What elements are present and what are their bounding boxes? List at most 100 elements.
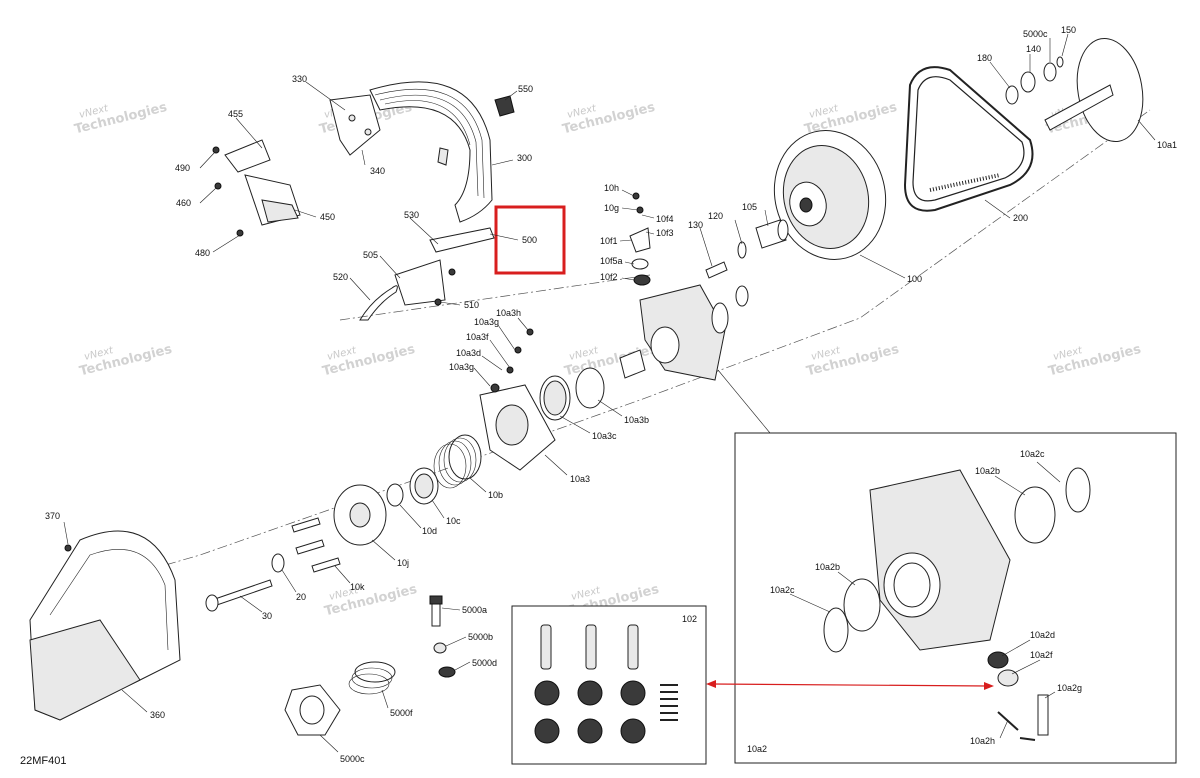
part-labels: 330 550 455 490 340 300 460 450 480 530 … [45, 25, 1177, 764]
label-330: 330 [292, 74, 307, 84]
label-480: 480 [195, 248, 210, 258]
watermark-technologies: Technologies [805, 342, 901, 380]
label-460: 460 [176, 198, 191, 208]
label-10h: 10h [604, 183, 619, 193]
label-105: 105 [742, 202, 757, 212]
label-10j: 10j [397, 558, 409, 568]
screw-370 [64, 544, 72, 552]
label-5000f: 5000f [390, 708, 413, 718]
drive-belt-200 [903, 66, 1034, 212]
rubber-bumper-550 [494, 95, 515, 117]
label-10a3b: 10a3b [624, 415, 649, 425]
label-10f1: 10f1 [600, 236, 618, 246]
label-10a3d: 10a3d [456, 348, 481, 358]
bushing-105 [755, 219, 789, 249]
label-550: 550 [518, 84, 533, 94]
label-102: 102 [682, 614, 697, 624]
label-10a2f: 10a2f [1030, 650, 1053, 660]
guard-bracket-330 [329, 94, 381, 156]
label-10a2b-top: 10a2b [975, 466, 1000, 476]
label-10f4: 10f4 [656, 214, 674, 224]
label-10a2h: 10a2h [970, 736, 995, 746]
spacers-140-180-150 [1005, 56, 1064, 105]
bolt-30 [205, 579, 273, 612]
bolts-10k [291, 517, 341, 573]
detail-callout-line [717, 369, 771, 434]
washer-120 [737, 241, 747, 259]
label-10a1: 10a1 [1157, 140, 1177, 150]
label-5000a: 5000a [462, 605, 487, 615]
belt-guard-300 [369, 81, 493, 223]
label-10a3h: 10a3h [496, 308, 521, 318]
label-10a3g-2: 10a3g [449, 362, 474, 372]
diagram-code: 22MF401 [20, 755, 66, 767]
label-450: 450 [320, 212, 335, 222]
label-10a3c: 10a3c [592, 431, 617, 441]
label-10f3: 10f3 [656, 228, 674, 238]
label-505: 505 [363, 250, 378, 260]
label-455: 455 [228, 109, 243, 119]
label-5000b: 5000b [468, 632, 493, 642]
gasket-5000c [284, 684, 341, 736]
label-10a2d: 10a2d [1030, 630, 1055, 640]
label-200: 200 [1013, 213, 1028, 223]
label-10a2c-top: 10a2c [1020, 449, 1045, 459]
label-120: 120 [708, 211, 723, 221]
label-130: 130 [688, 220, 703, 230]
label-370: 370 [45, 511, 60, 521]
leader-lines [63, 33, 1156, 753]
label-10g: 10g [604, 203, 619, 213]
cover-360 [29, 530, 181, 721]
label-30: 30 [262, 611, 272, 621]
fixed-sheave-10j [333, 484, 387, 546]
detail-box-10a2 [734, 432, 1177, 764]
label-100: 100 [907, 274, 922, 284]
spring-10b [433, 434, 482, 489]
label-5000c-bottom: 5000c [340, 754, 365, 764]
highlight-box-500[interactable] [494, 205, 566, 275]
screw-130 [705, 261, 728, 279]
watermark-technologies: Technologies [321, 342, 417, 380]
spring-5000f [348, 661, 396, 695]
label-10a3: 10a3 [570, 474, 590, 484]
label-20: 20 [296, 592, 306, 602]
watermark-technologies: Technologies [563, 342, 659, 380]
watermark-technologies: Technologies [561, 100, 657, 138]
label-500: 500 [522, 235, 537, 245]
label-10k: 10k [350, 582, 365, 592]
watermark-technologies: Technologies [73, 100, 169, 138]
nut-5000b [433, 642, 447, 654]
label-10a2-box: 10a2 [747, 744, 767, 754]
cap-10c [409, 467, 439, 505]
spider-assembly-10a3 [479, 328, 556, 471]
label-10a3f: 10a3f [466, 332, 489, 342]
label-140: 140 [1026, 44, 1041, 54]
label-5000d: 5000d [472, 658, 497, 668]
label-10c: 10c [446, 516, 461, 526]
centre-axis-line-upper [339, 274, 651, 321]
label-10a2c-left: 10a2c [770, 585, 795, 595]
ramp-stack-10f [629, 192, 651, 286]
bolt-5000a [429, 595, 443, 627]
watermark-technologies: Technologies [323, 582, 419, 620]
label-10b: 10b [488, 490, 503, 500]
label-10d: 10d [422, 526, 437, 536]
kit-box-102 [511, 605, 707, 765]
label-5000c-top: 5000c [1023, 29, 1048, 39]
bracket-assembly-450 [212, 139, 301, 237]
sliding-sheave-10a1 [1044, 37, 1144, 143]
label-10a3g-1: 10a3g [474, 317, 499, 327]
drive-pulley-housing-10a2 [639, 284, 749, 381]
kit-to-detail-arrow [706, 680, 994, 690]
washer-20 [271, 553, 285, 573]
mount-bracket-530 [394, 227, 495, 306]
label-10a2g: 10a2g [1057, 683, 1082, 693]
label-150: 150 [1061, 25, 1076, 35]
retaining-clip-520 [359, 285, 398, 321]
label-300: 300 [517, 153, 532, 163]
label-10f2: 10f2 [600, 272, 618, 282]
watermark-technologies: Technologies [1047, 342, 1143, 380]
driven-pulley-100 [773, 130, 887, 260]
label-520: 520 [333, 272, 348, 282]
